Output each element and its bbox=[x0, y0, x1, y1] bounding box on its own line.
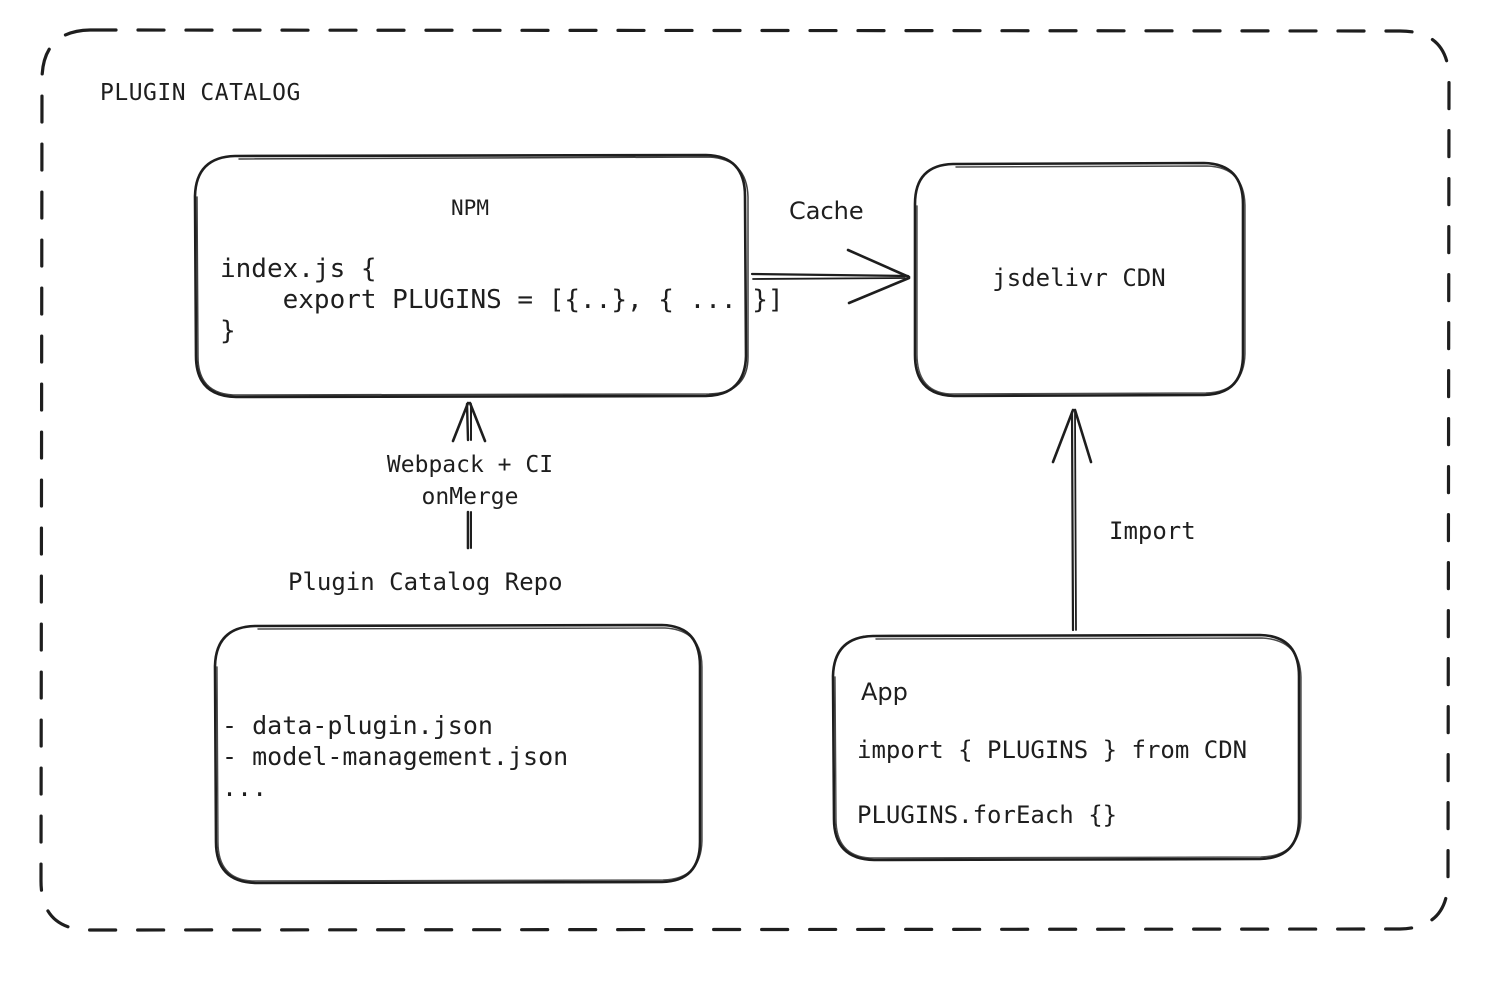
plugin-catalog-title: PLUGIN CATALOG bbox=[100, 80, 301, 106]
import-edge-arrow bbox=[1051, 408, 1093, 632]
cdn-node-title: jsdelivr CDN bbox=[992, 264, 1166, 292]
app-node-foreach-line: PLUGINS.forEach {} bbox=[857, 801, 1118, 829]
app-node-import-line: import { PLUGINS } from CDN bbox=[857, 736, 1248, 764]
repo-node-file-list: - data-plugin.json - model-management.js… bbox=[222, 711, 569, 802]
cache-edge-label: Cache bbox=[789, 197, 864, 225]
npm-node-title: NPM bbox=[451, 196, 489, 220]
npm-node-code: index.js { export PLUGINS = [{..}, { ...… bbox=[220, 254, 784, 346]
repo-node-label: Plugin Catalog Repo bbox=[288, 568, 563, 596]
import-edge-label: Import bbox=[1109, 517, 1196, 545]
webpack-edge-label: Webpack + CI onMerge bbox=[386, 452, 554, 510]
app-node-title: App bbox=[861, 678, 908, 706]
